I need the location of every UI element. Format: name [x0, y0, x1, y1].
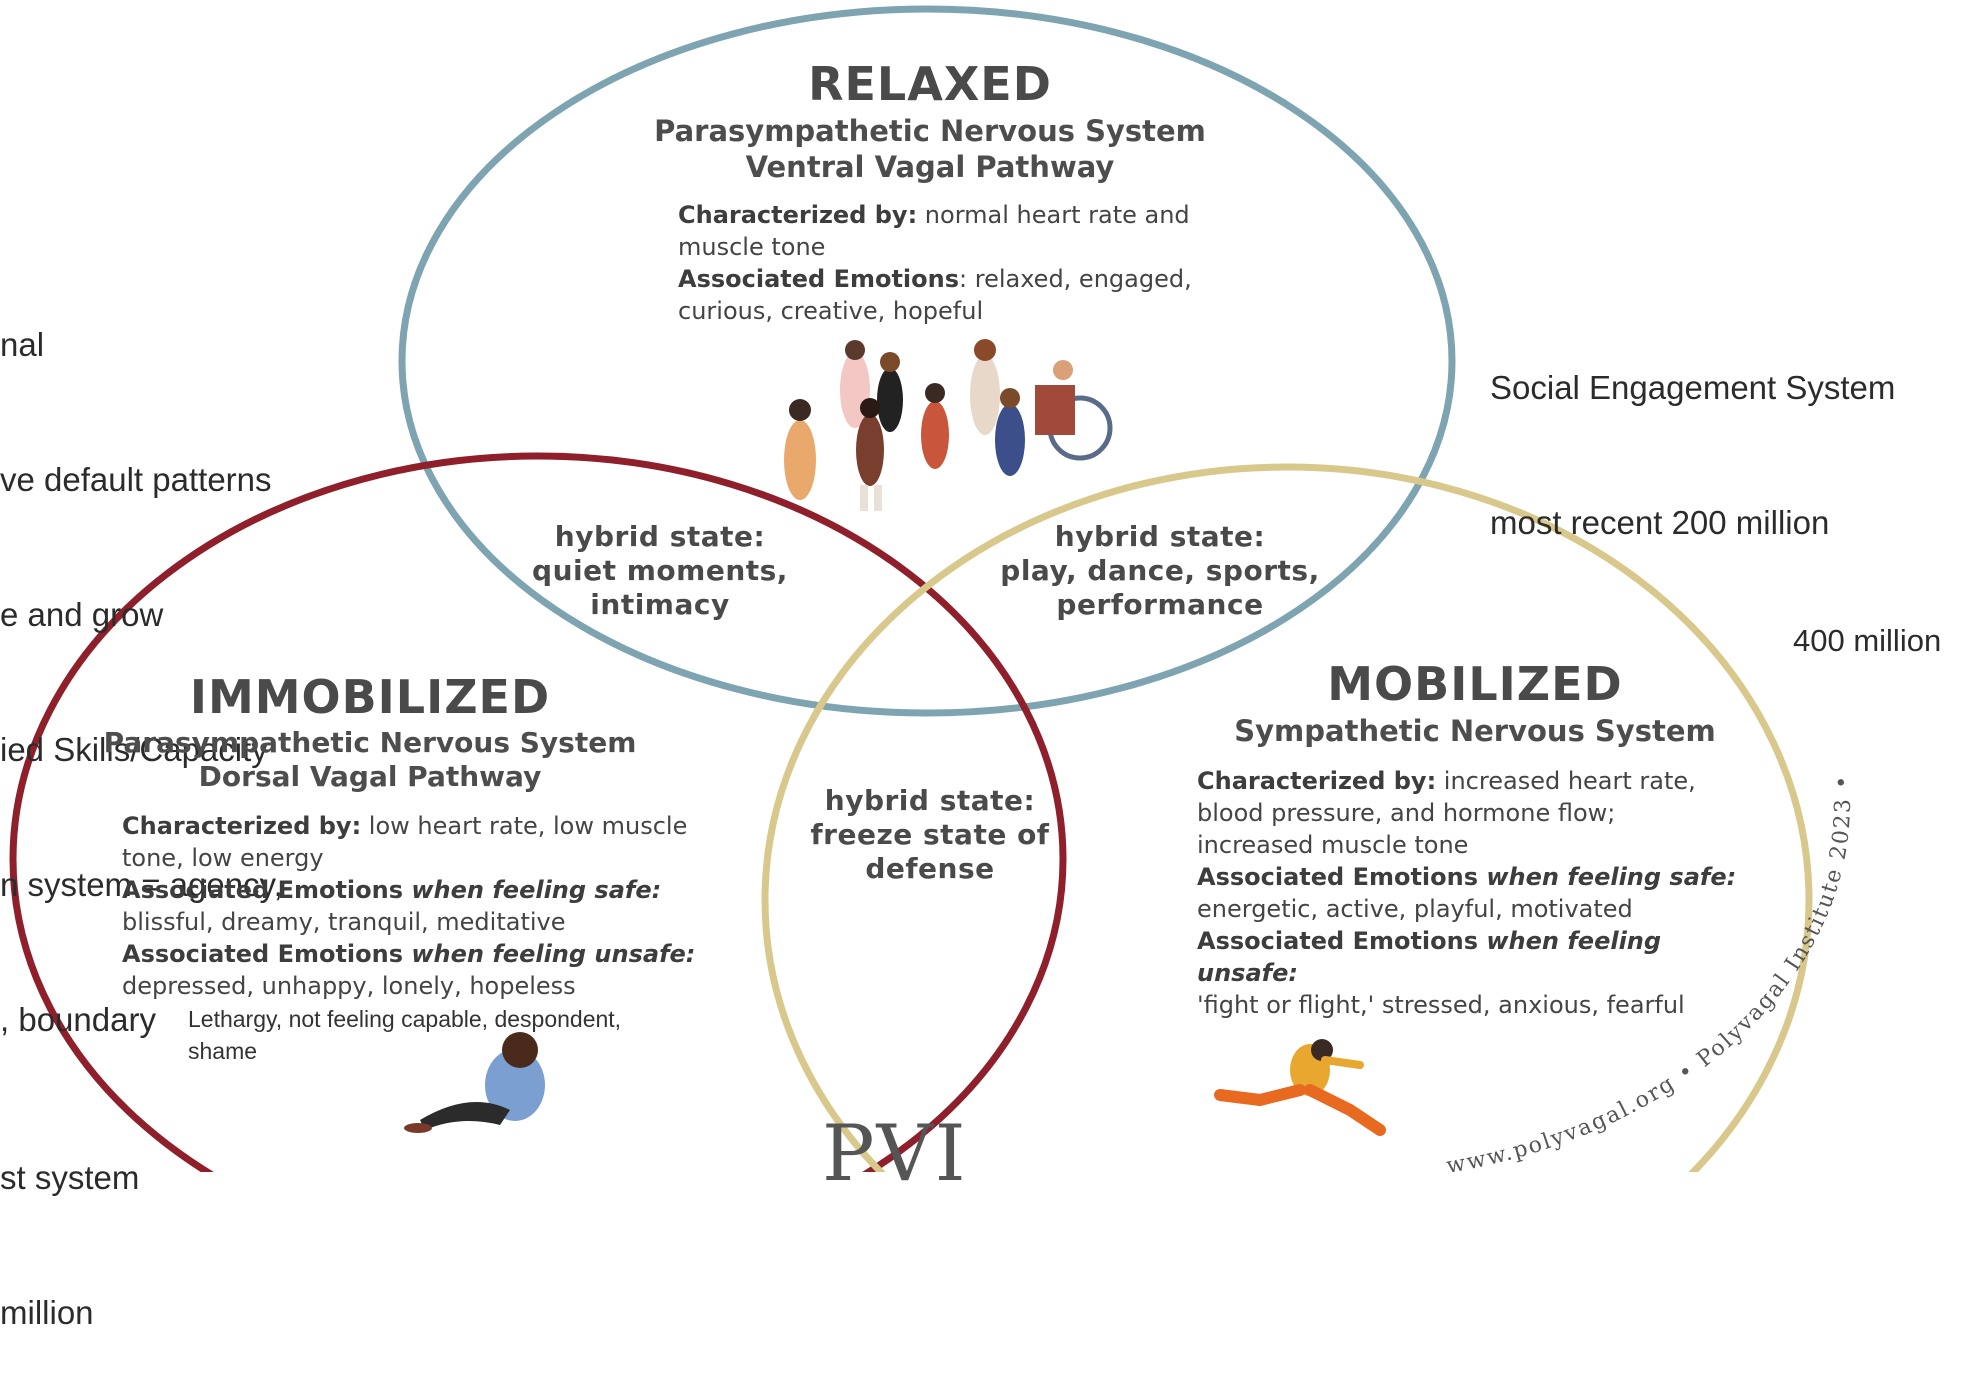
- venn-diagram: www.polyvagal.org • Polyvagal Institute …: [9, 5, 1854, 1172]
- hybrid-center-line-1: hybrid state:: [824, 784, 1036, 817]
- right-note-line-1: Social Engagement System: [1490, 369, 1896, 406]
- hybrid-state-left: hybrid state: quiet moments, intimacy: [505, 520, 815, 622]
- immobilized-safe-text: blissful, dreamy, tranquil, meditative: [122, 908, 566, 936]
- mobilized-char-text-3: increased muscle tone: [1197, 831, 1469, 859]
- immobilized-char-text-2: tone, low energy: [122, 844, 324, 872]
- relaxed-emo-text-2: curious, creative, hopeful: [678, 297, 984, 325]
- mobilized-unsafe-label: Associated Emotions: [1197, 927, 1487, 955]
- immobilized-title: IMMOBILIZED: [189, 670, 551, 724]
- immobilized-section: IMMOBILIZED Parasympathetic Nervous Syst…: [60, 668, 680, 794]
- immobilized-added-note-1: Lethargy, not feeling capable, desponden…: [188, 1006, 622, 1032]
- mobilized-subtitle: Sympathetic Nervous System: [1234, 714, 1716, 748]
- mobilized-description: Characterized by: increased heart rate, …: [1197, 765, 1757, 1021]
- left-note-line: ied Skills/Capacity: [0, 731, 268, 768]
- relaxed-char-label: Characterized by:: [678, 201, 918, 229]
- relaxed-description: Characterized by: normal heart rate and …: [678, 199, 1238, 327]
- immobilized-subtitle-1: Parasympathetic Nervous System: [103, 726, 637, 759]
- relaxed-title: RELAXED: [808, 57, 1052, 111]
- left-note-line: e and grow: [0, 596, 164, 633]
- immobilized-safe-em: when feeling safe:: [411, 876, 662, 904]
- left-note-line: , boundary: [0, 1001, 156, 1038]
- mobilized-unsafe-text: 'fight or flight,' stressed, anxious, fe…: [1197, 991, 1685, 1019]
- mobilized-age-note: 400 million: [1793, 623, 1942, 658]
- immobilized-added-note: Lethargy, not feeling capable, desponden…: [188, 1003, 708, 1067]
- immobilized-circle: [9, 452, 1067, 1172]
- relaxed-subtitle-2: Ventral Vagal Pathway: [745, 150, 1115, 184]
- relaxed-circle: [398, 5, 1456, 717]
- relaxed-section: RELAXED Parasympathetic Nervous System V…: [600, 55, 1260, 185]
- hybrid-center-line-3: defense: [865, 852, 995, 885]
- left-note-line: n system = agency,: [0, 866, 283, 903]
- mobilized-safe-label: Associated Emotions: [1197, 863, 1487, 891]
- mobilized-unsafe-em: when feeling unsafe:: [1197, 927, 1662, 987]
- hybrid-state-right: hybrid state: play, dance, sports, perfo…: [990, 520, 1330, 622]
- hybrid-left-line-1: hybrid state:: [554, 520, 766, 553]
- immobilized-description: Characterized by: low heart rate, low mu…: [122, 810, 742, 1002]
- relaxed-emo-text: : relaxed, engaged,: [959, 265, 1192, 293]
- mobilized-section: MOBILIZED Sympathetic Nervous System: [1185, 655, 1765, 749]
- mobilized-char-text-2: blood pressure, and hormone flow;: [1197, 799, 1616, 827]
- mobilized-circle: [761, 463, 1813, 1172]
- pvi-logo: PVI: [822, 1109, 968, 1199]
- immobilized-unsafe-text: depressed, unhappy, lonely, hopeless: [122, 972, 576, 1000]
- hybrid-center-line-2: freeze state of: [810, 818, 1050, 851]
- mobilized-char-label: Characterized by:: [1197, 767, 1437, 795]
- hybrid-right-line-1: hybrid state:: [1054, 520, 1266, 553]
- mobilized-safe-em: when feeling safe:: [1486, 863, 1737, 891]
- group-of-people-illustration: [784, 339, 1113, 511]
- bottom-left-note-line: st system: [0, 1159, 140, 1196]
- hybrid-right-line-3: performance: [1056, 588, 1264, 621]
- hybrid-state-center: hybrid state: freeze state of defense: [795, 784, 1065, 886]
- sitting-woman-illustration: [404, 1032, 545, 1133]
- relaxed-char-text-2: muscle tone: [678, 233, 826, 261]
- right-note-line-2: most recent 200 million: [1490, 504, 1830, 541]
- immobilized-subtitle-2: Dorsal Vagal Pathway: [198, 760, 542, 793]
- running-woman-illustration: [1214, 1039, 1386, 1136]
- immobilized-safe-label: Associated Emotions: [122, 876, 412, 904]
- mobilized-char-text: increased heart rate,: [1436, 767, 1696, 795]
- mobilized-safe-text: energetic, active, playful, motivated: [1197, 895, 1633, 923]
- hybrid-left-line-3: intimacy: [590, 588, 730, 621]
- immobilized-char-text: low heart rate, low muscle: [361, 812, 688, 840]
- immobilized-char-label: Characterized by:: [122, 812, 362, 840]
- relaxed-char-text: normal heart rate and: [917, 201, 1190, 229]
- relaxed-subtitle-1: Parasympathetic Nervous System: [654, 114, 1206, 148]
- bottom-left-note-line: million: [0, 1294, 94, 1331]
- left-side-note: nal ve default patterns e and grow ied S…: [0, 232, 283, 1087]
- immobilized-added-note-2: shame: [188, 1038, 258, 1064]
- bottom-left-note: st system million: [0, 1065, 139, 1380]
- mobilized-title: MOBILIZED: [1327, 657, 1623, 711]
- left-note-line: nal: [0, 326, 45, 363]
- immobilized-unsafe-label: Associated Emotions: [122, 940, 412, 968]
- hybrid-right-line-2: play, dance, sports,: [1000, 554, 1320, 587]
- relaxed-emo-label: Associated Emotions: [678, 265, 960, 293]
- left-note-line: ve default patterns: [0, 461, 272, 498]
- hybrid-left-line-2: quiet moments,: [532, 554, 788, 587]
- immobilized-unsafe-em: when feeling unsafe:: [411, 940, 696, 968]
- right-side-note: Social Engagement System most recent 200…: [1490, 275, 1895, 590]
